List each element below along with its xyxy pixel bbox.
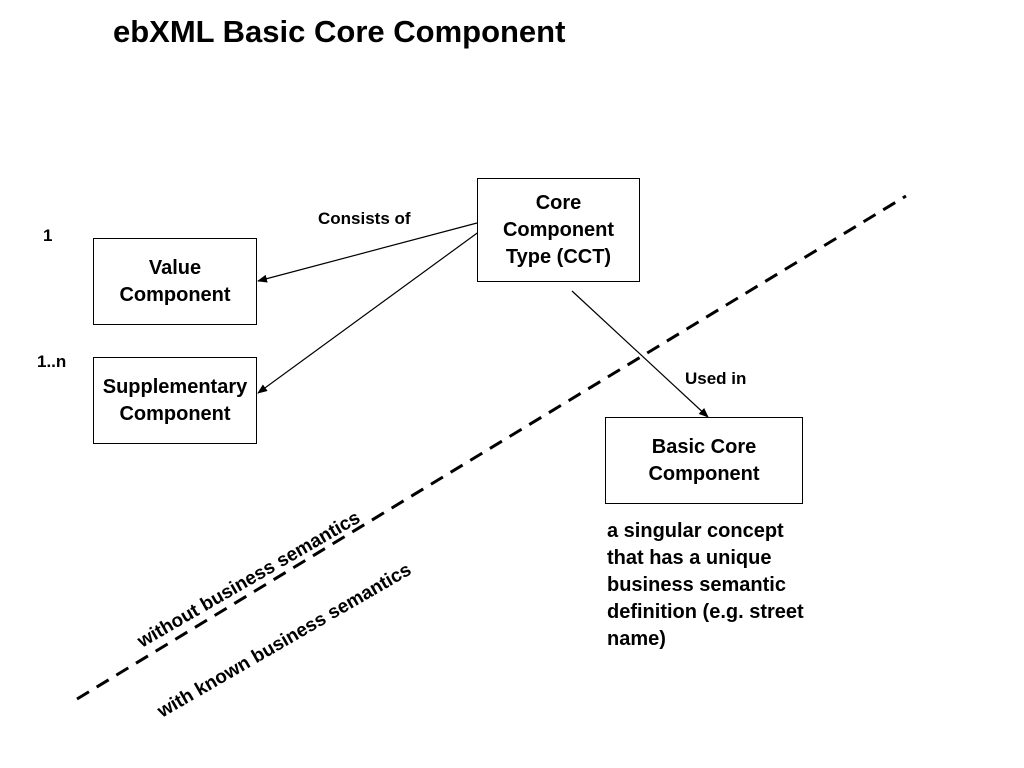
multiplicity-one-label: 1	[43, 226, 53, 245]
value-line-1: Value	[148, 256, 202, 279]
arrow-cct-to-supplementary	[257, 230, 481, 394]
cct-line-2: Component	[502, 218, 615, 241]
consists-of-label: Consists of	[318, 209, 411, 228]
description-line: definition (e.g. street	[607, 601, 804, 623]
used-in-label: Used in	[685, 369, 747, 388]
semantics-divider-line	[76, 194, 907, 701]
cct-line-1: Core	[535, 191, 582, 214]
cct-line-3: Type (CCT)	[505, 245, 612, 268]
basic-core-component-box: Basic Core Component	[605, 417, 803, 504]
multiplicity-many-label: 1..n	[37, 352, 67, 371]
description-line: a singular concept	[607, 520, 784, 542]
value-component-box: Value Component	[93, 238, 257, 325]
description-line: name)	[607, 628, 666, 650]
bcc-description: a singular concept that has a unique bus…	[607, 518, 847, 653]
supplementary-component-box: Supplementary Component	[93, 357, 257, 444]
page-title: ebXML Basic Core Component	[113, 14, 566, 49]
value-line-2: Component	[119, 283, 231, 306]
description-line: that has a unique	[607, 547, 772, 569]
bcc-line-1: Basic Core	[651, 435, 757, 458]
supplementary-line-2: Component	[119, 402, 231, 425]
description-line: business semantic	[607, 574, 786, 596]
arrow-cct-to-bcc	[571, 290, 709, 418]
bcc-line-2: Component	[648, 462, 760, 485]
arrow-cct-to-value	[257, 222, 478, 283]
supplementary-line-1: Supplementary	[102, 375, 248, 398]
core-component-type-box: Core Component Type (CCT)	[477, 178, 640, 282]
